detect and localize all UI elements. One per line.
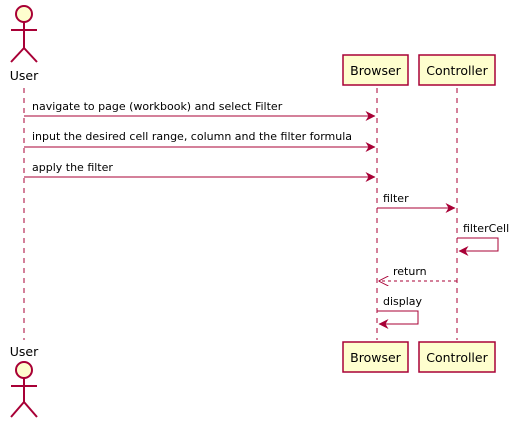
message-3-label: apply the filter	[32, 161, 113, 174]
controller-box-top	[418, 54, 496, 86]
message-7-arrow	[377, 310, 419, 329]
controller-box-bottom	[418, 341, 496, 373]
message-7-label: display	[383, 295, 423, 308]
browser-label-top: Browser	[350, 63, 402, 78]
user-actor-icon-bottom	[10, 361, 38, 418]
message-6-label: return	[393, 265, 427, 278]
message-4-label: filter	[383, 192, 409, 205]
browser-box-top	[342, 54, 409, 86]
browser-box-bottom	[342, 341, 409, 373]
controller-label-top: Controller	[426, 63, 488, 78]
message-5-label: filterCell	[463, 222, 509, 235]
message-1-label: navigate to page (workbook) and select F…	[32, 100, 283, 113]
browser-label-bottom: Browser	[350, 350, 402, 365]
message-5-arrow	[457, 237, 499, 256]
controller-label-bottom: Controller	[426, 350, 488, 365]
user-label-top: User	[10, 68, 39, 83]
message-2-label: input the desired cell range, column and…	[32, 130, 352, 143]
user-label-bottom: User	[10, 344, 39, 359]
user-actor-icon-top	[10, 5, 38, 63]
